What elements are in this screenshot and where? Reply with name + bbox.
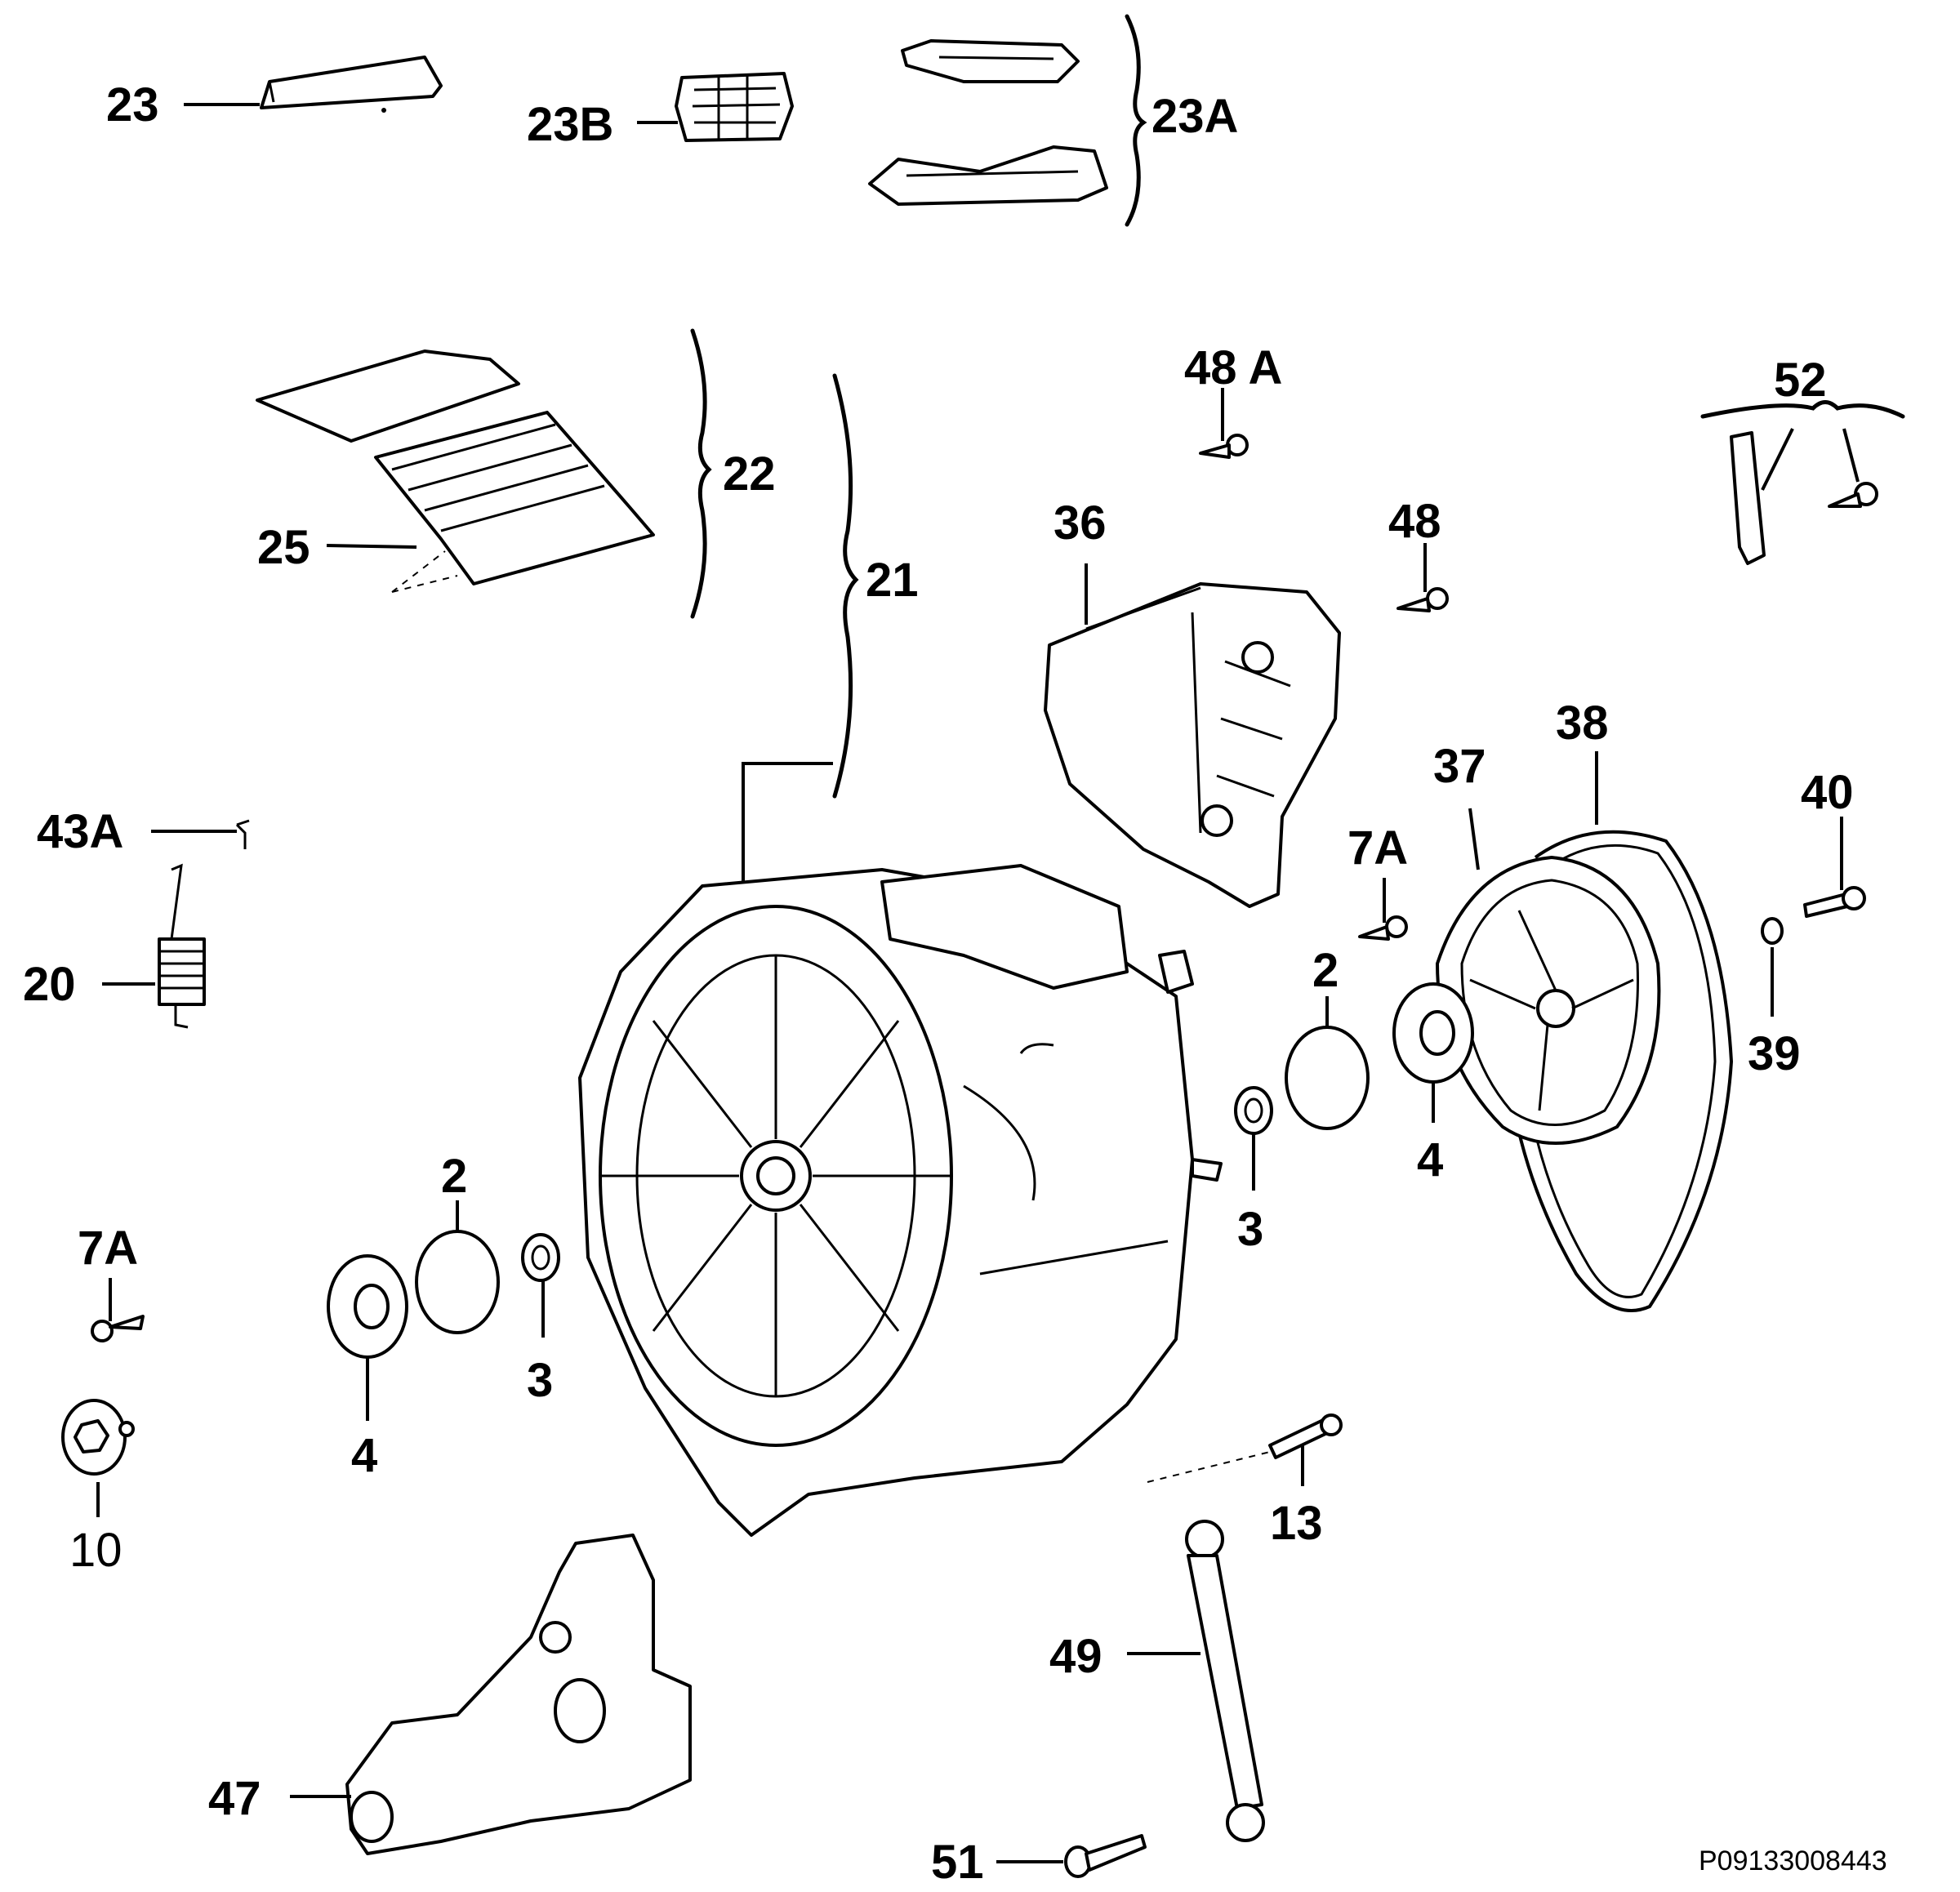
callout-13: 13 — [1270, 1497, 1323, 1550]
leader-25 — [326, 544, 417, 549]
callout-22: 22 — [723, 447, 776, 501]
callout-23a: 23A — [1152, 90, 1238, 143]
brace-23a — [1125, 14, 1147, 227]
part-20-spring — [158, 863, 206, 1029]
leader-13-dashed — [1147, 1451, 1271, 1483]
callout-49: 49 — [1049, 1630, 1102, 1683]
part-51-screw — [1064, 1834, 1147, 1878]
part-4-bearing-left — [327, 1254, 408, 1359]
callout-7a-left: 7A — [78, 1222, 138, 1275]
part-39-washer — [1761, 917, 1784, 945]
document-id: P09133008443 — [1699, 1845, 1887, 1876]
part-49-shock-absorber — [1185, 1520, 1265, 1842]
part-47-counterweight — [345, 1534, 692, 1855]
part-48-screw — [1396, 587, 1449, 612]
part-43a-hook — [235, 819, 250, 849]
callout-25: 25 — [257, 521, 310, 574]
brace-21 — [832, 373, 859, 799]
part-23b-insert — [675, 72, 794, 142]
part-48a-screw — [1199, 434, 1249, 459]
part-40-bolt — [1803, 886, 1866, 918]
callout-39: 39 — [1748, 1027, 1801, 1080]
callout-21: 21 — [866, 554, 919, 607]
part-3-seal-left — [521, 1233, 560, 1282]
leader-37 — [1468, 808, 1480, 870]
callout-4-right: 4 — [1417, 1133, 1443, 1186]
part-37-pulley — [1436, 856, 1661, 1145]
part-52-bracket — [1730, 431, 1878, 565]
callout-23b: 23B — [527, 98, 613, 151]
part-7a-screw-right — [1358, 915, 1408, 941]
brace-22 — [690, 328, 712, 619]
callout-23: 23 — [106, 78, 159, 131]
callout-51: 51 — [931, 1836, 984, 1889]
callout-40: 40 — [1801, 766, 1854, 819]
part-tub-rear — [578, 864, 1223, 1537]
callout-38: 38 — [1556, 697, 1609, 750]
callout-4-left: 4 — [351, 1429, 377, 1482]
callout-48a: 48 A — [1184, 341, 1282, 394]
leader-52b — [1842, 428, 1860, 483]
callout-47: 47 — [208, 1772, 261, 1825]
callout-48: 48 — [1388, 495, 1441, 548]
brace-52 — [1700, 400, 1905, 419]
callout-3-right: 3 — [1237, 1203, 1263, 1256]
callout-10: 10 — [69, 1524, 122, 1577]
callout-2-left: 2 — [441, 1150, 467, 1203]
part-23-cover — [260, 56, 443, 113]
callout-52: 52 — [1774, 354, 1827, 407]
callout-20: 20 — [23, 958, 76, 1011]
part-2-oring-right — [1285, 1026, 1370, 1130]
part-7a-screw-left — [91, 1315, 145, 1342]
callout-3-left: 3 — [527, 1354, 553, 1407]
leader-21 — [742, 762, 833, 894]
leader-52a — [1761, 428, 1794, 491]
callout-36: 36 — [1054, 496, 1107, 550]
part-10-nut — [61, 1399, 135, 1476]
part-3-seal-right — [1234, 1086, 1273, 1135]
part-23a-handles — [868, 39, 1108, 206]
part-4-bearing-right — [1392, 982, 1474, 1084]
callout-2-right: 2 — [1312, 944, 1339, 997]
callout-7a-right: 7A — [1348, 821, 1408, 875]
part-36-counterweight — [1044, 582, 1341, 908]
part-2-oring-left — [415, 1230, 500, 1334]
part-13-bolt — [1268, 1413, 1343, 1459]
part-22-grille-assembly — [256, 349, 655, 593]
callout-43a: 43A — [37, 805, 123, 858]
callout-37: 37 — [1433, 740, 1486, 793]
